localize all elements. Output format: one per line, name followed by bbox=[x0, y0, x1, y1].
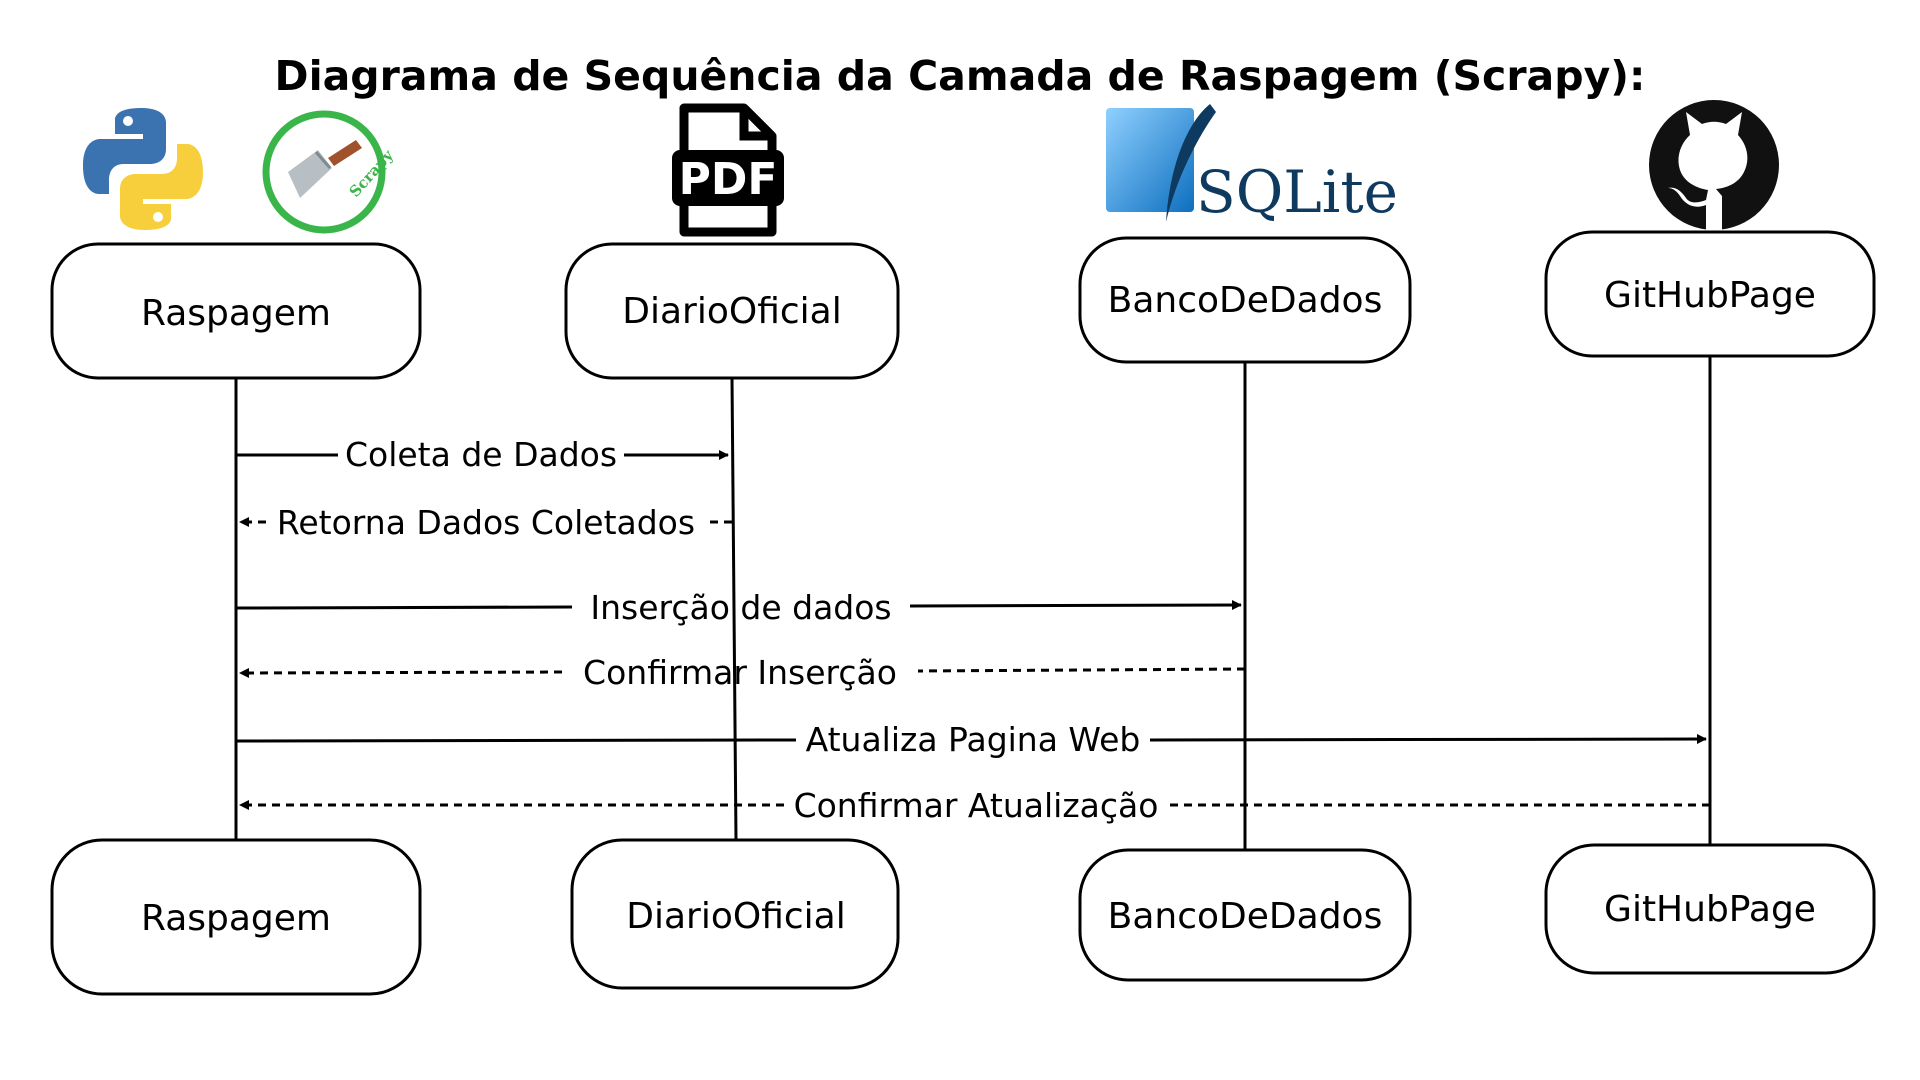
github-logo-icon bbox=[1649, 100, 1779, 230]
participant-box-raspagem-bottom: Raspagem bbox=[50, 838, 422, 996]
lifeline-diario bbox=[730, 377, 738, 841]
message-1: Coleta de Dados bbox=[236, 435, 729, 474]
svg-text:GitHubPage: GitHubPage bbox=[1604, 275, 1816, 316]
message-label: Confirmar Inserção bbox=[583, 653, 897, 692]
message-label: Atualiza Pagina Web bbox=[806, 720, 1141, 759]
message-3: Inserção de dados bbox=[235, 588, 1242, 627]
svg-text:Raspagem: Raspagem bbox=[141, 293, 331, 334]
svg-text:DiarioOficial: DiarioOficial bbox=[622, 291, 841, 332]
svg-text:SQLite: SQLite bbox=[1196, 158, 1398, 226]
participant-box-banco-top: BancoDeDados bbox=[1078, 236, 1412, 364]
message-6: Confirmar Atualização bbox=[239, 786, 1710, 825]
python-logo-icon bbox=[83, 108, 203, 230]
message-label: Inserção de dados bbox=[590, 588, 891, 627]
participant-box-github-top: GitHubPage bbox=[1544, 230, 1876, 358]
participant-box-diario-bottom: DiarioOficial bbox=[570, 838, 900, 990]
message-2: Retorna Dados Coletados bbox=[239, 503, 732, 542]
svg-text:GitHubPage: GitHubPage bbox=[1604, 889, 1816, 930]
svg-text:BancoDeDados: BancoDeDados bbox=[1108, 280, 1383, 321]
message-5: Atualiza Pagina Web bbox=[235, 720, 1707, 759]
pdf-icon: PDF bbox=[672, 103, 784, 237]
sqlite-logo-icon: SQLite bbox=[1106, 104, 1398, 226]
svg-text:BancoDeDados: BancoDeDados bbox=[1108, 896, 1383, 937]
participant-box-github-bottom: GitHubPage bbox=[1544, 843, 1876, 975]
svg-text:PDF: PDF bbox=[679, 154, 778, 205]
participant-box-banco-bottom: BancoDeDados bbox=[1078, 848, 1412, 982]
svg-text:DiarioOficial: DiarioOficial bbox=[626, 896, 845, 937]
message-label: Retorna Dados Coletados bbox=[277, 503, 695, 542]
participant-box-diario-top: DiarioOficial bbox=[564, 242, 900, 380]
message-label: Coleta de Dados bbox=[345, 435, 617, 474]
svg-text:Raspagem: Raspagem bbox=[141, 898, 331, 939]
scrapy-logo-icon: Scrapy bbox=[262, 110, 398, 234]
diagram-title: Diagrama de Sequência da Camada de Raspa… bbox=[275, 52, 1646, 100]
message-label: Confirmar Atualização bbox=[794, 786, 1159, 825]
participant-box-raspagem-top: Raspagem bbox=[50, 242, 422, 380]
message-4: Confirmar Inserção bbox=[239, 653, 1246, 692]
